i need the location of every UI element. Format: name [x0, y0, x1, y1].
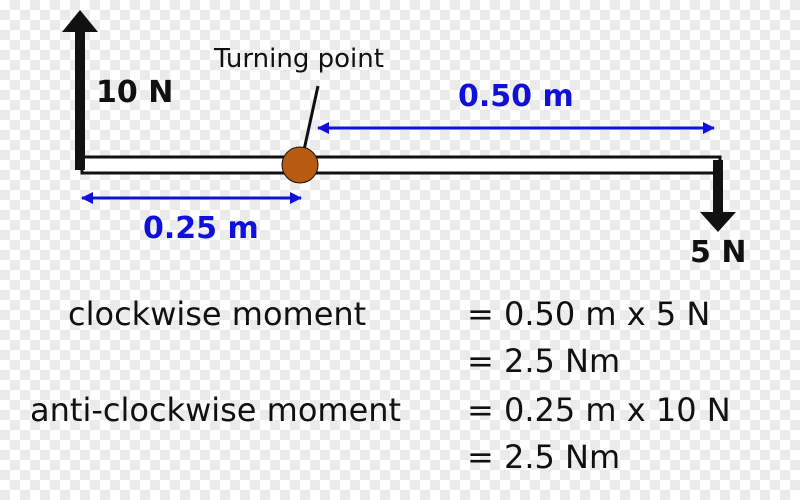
distance-label-right: 0.50 m: [458, 79, 574, 114]
anticlockwise-moment-label: anti-clockwise moment: [30, 391, 402, 429]
force-label-right: 5 N: [690, 235, 747, 270]
anticlockwise-equation-line-2: = 2.5 Nm: [467, 438, 621, 476]
pivot-circle: [281, 146, 319, 184]
clockwise-equation-line-2: = 2.5 Nm: [467, 342, 621, 380]
clockwise-moment-label: clockwise moment: [68, 295, 367, 333]
distance-label-left: 0.25 m: [143, 211, 259, 246]
force-arrow-up: [62, 10, 98, 170]
pivot-label: Turning point: [214, 44, 384, 74]
clockwise-equation-line-1: = 0.50 m x 5 N: [467, 295, 711, 333]
beam: [80, 155, 722, 175]
pivot-leader-line: [302, 85, 320, 151]
force-arrow-down: [700, 160, 736, 232]
anticlockwise-equation-line-1: = 0.25 m x 10 N: [467, 391, 731, 429]
force-label-left: 10 N: [96, 75, 174, 110]
